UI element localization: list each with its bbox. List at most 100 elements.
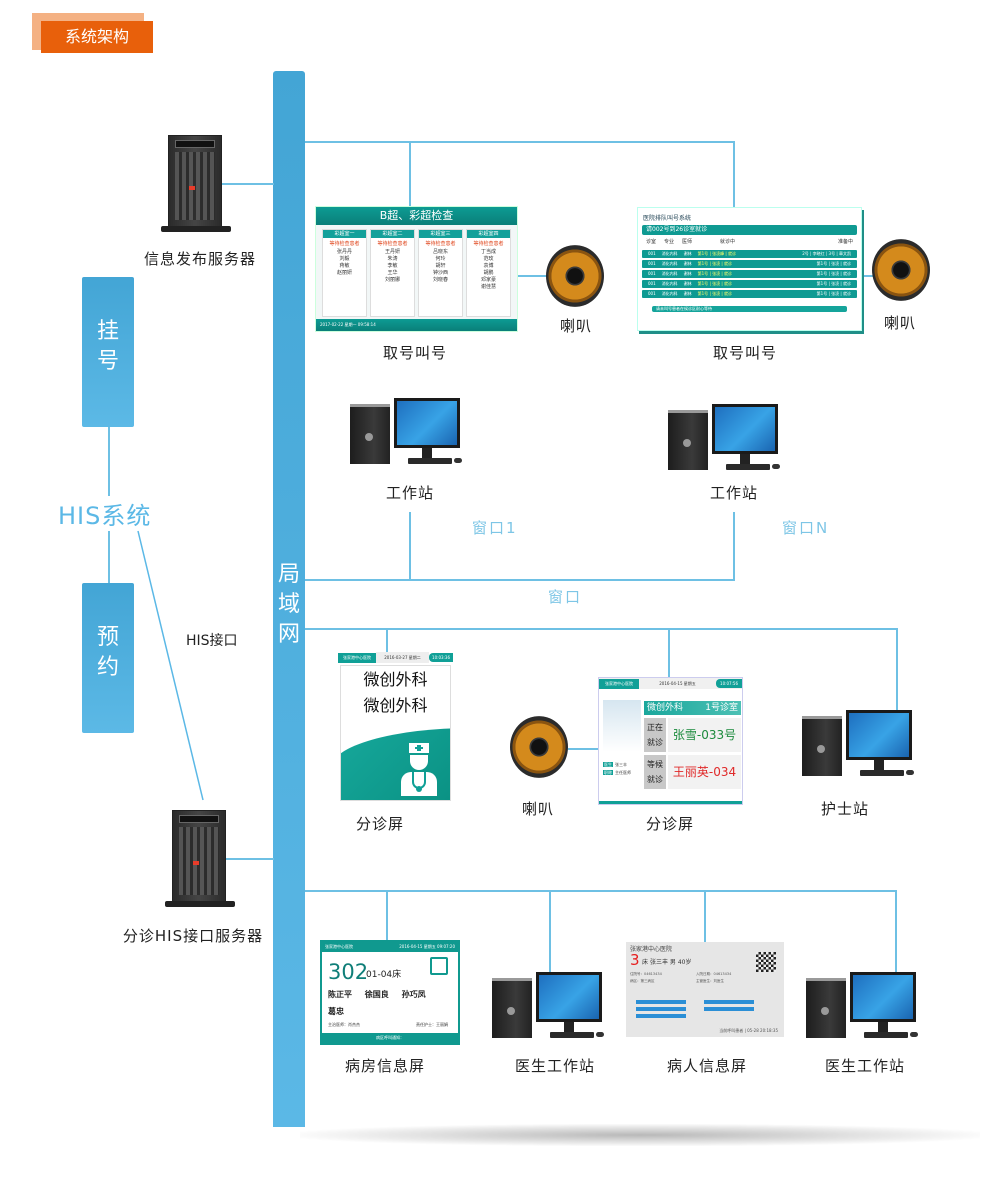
doctor-name-row: 医生张三丰: [603, 762, 627, 768]
screen-footer: 当前呼叫患者 | 05-28 20:18:35: [719, 1028, 778, 1033]
patient-name: 王华: [387, 270, 398, 276]
connector: [386, 628, 388, 654]
publish-server-label: 信息发布服务器: [143, 250, 256, 268]
screen-b-caption: 取号叫号: [712, 344, 777, 362]
register-box: 挂号: [82, 277, 134, 427]
info-bar: [636, 1014, 686, 1018]
room-number: 302: [328, 960, 369, 984]
workstation-icon: [802, 710, 914, 780]
table-header: 诊室专业医师就诊中准备中: [638, 235, 861, 248]
table-cell: 第1号 | 张凌 | 就诊: [697, 261, 732, 266]
patient-name: 蒋敏: [339, 263, 350, 269]
workstation-icon: [668, 404, 780, 474]
admit-date: 入院日期：04613434: [696, 972, 732, 976]
screen-header: 张家港中心医院 2016-04-15 星期五 10:07:56: [599, 678, 742, 689]
patient-name: 刘丽娜: [384, 277, 400, 283]
responsible-nurse: 责任护士：王丽娟: [416, 1022, 448, 1027]
patient-name: 朱涛: [387, 256, 398, 262]
patient-name: 李敏: [387, 263, 398, 269]
room-column: 彩超室三等待检查患者吕晓东何玲胡轩钟沙西刘晓春: [418, 229, 463, 317]
time: 10:07:56: [716, 679, 742, 688]
current-label-line: 正在: [647, 723, 663, 732]
patient-info-screen: 张家港中心医院 3 床 张三丰 男 40岁 住院号：04613434 入院日期：…: [626, 942, 784, 1037]
current-patient: 张雪-033号: [668, 718, 741, 752]
register-label: 挂号: [96, 319, 119, 374]
publish-server-icon: [161, 135, 231, 232]
connector: [895, 890, 897, 974]
tag: 职称: [603, 770, 613, 775]
bed-number: 3: [630, 951, 640, 969]
patient-name: 葛忠: [328, 1007, 344, 1016]
queue-screen-ultrasound: B超、彩超检查 彩超室一等待检查患者张丹丹刘毅蒋敏赵丽妍彩超室二等待检查患者王丹…: [315, 206, 518, 332]
connector: [305, 141, 735, 143]
table-cell: 第1号 | 张凌 | 就诊: [697, 271, 732, 276]
connector: [222, 183, 274, 185]
table-cell: 第1号 | 张凌 | 就诊: [816, 291, 851, 296]
connector: [305, 890, 897, 892]
triage-screen-detailed: 张家港中心医院 2016-04-15 星期五 10:07:56 微创外科 1号诊…: [598, 677, 743, 805]
connector: [733, 512, 735, 580]
patient-name: 邓家豪: [480, 277, 496, 283]
staff-row: 主治医师：肖杰杰 责任护士：王丽娟: [328, 1022, 448, 1028]
speaker-icon: [510, 716, 568, 778]
room-name: 彩超室二: [371, 230, 414, 238]
table-cell: 谢林: [683, 261, 692, 266]
table-cell: 第1号 | 张凌 | 就诊: [697, 281, 732, 286]
table-cell: 001: [648, 291, 656, 296]
patient-name: 张丹丹: [336, 249, 352, 255]
screen-footer: [599, 801, 742, 804]
patient-name: 何玲: [435, 256, 446, 262]
doctor-icon: [401, 743, 437, 796]
table-cell: 001: [648, 281, 656, 286]
hospital-name: 张家港中心医院: [338, 652, 376, 663]
patient-name: 王丹妍: [384, 249, 400, 255]
his-interface-server-label: 分诊HIS接口服务器: [122, 927, 264, 945]
floor-shadow: [300, 1124, 980, 1146]
current-label-line: 就诊: [647, 738, 663, 747]
waiting-label: 等待检查患者: [377, 241, 408, 247]
date: 2016-03-27 星期二: [376, 652, 430, 663]
room-name: 彩超室四: [467, 230, 510, 238]
table-cell: 001: [648, 271, 656, 276]
info-bar: [704, 1007, 754, 1011]
patient-name: 丁当成: [480, 249, 496, 255]
age: 40岁: [677, 959, 692, 966]
doctor: 主管医生：刘医生: [696, 979, 724, 983]
waiting-label: 等待检查患者: [473, 241, 504, 247]
patient-summary: 床 张三丰 男 40岁: [642, 957, 691, 966]
patient-name: 胡轩: [435, 263, 446, 269]
patient-screen-caption: 病人信息屏: [666, 1057, 747, 1075]
connector: [409, 512, 411, 580]
room-column: 彩超室二等待检查患者王丹妍朱涛李敏王华刘丽娜: [370, 229, 415, 317]
table-cell: 第1号 | 张凌 | 就诊: [816, 261, 851, 266]
screen-a-caption: 取号叫号: [382, 344, 447, 362]
connector: [305, 579, 735, 581]
table-cell: 第1号 | 张凌 | 就诊: [816, 271, 851, 276]
room-columns: 彩超室一等待检查患者张丹丹刘毅蒋敏赵丽妍彩超室二等待检查患者王丹妍朱涛李敏王华刘…: [322, 229, 511, 317]
screen-body: 微创外科 微创外科: [340, 665, 451, 801]
screen-title: 医院排队叫号系统: [643, 215, 692, 222]
screen-header: 张家港中心医院 2016-03-27 星期二 10:03:36: [338, 652, 453, 663]
patient-name: 钟沙西: [432, 270, 448, 276]
speaker-icon: [872, 239, 930, 301]
room-name: 1号诊室: [705, 703, 738, 713]
patient-name: 张三丰: [649, 959, 668, 966]
lan-label: 局域网: [273, 560, 305, 650]
patient-name: 徐国良: [364, 990, 389, 999]
qr-code: [756, 952, 776, 972]
connector: [862, 275, 874, 277]
his-interface-line: [137, 530, 204, 801]
time: 10:03:36: [429, 653, 453, 662]
workstation-label: 工作站: [385, 484, 434, 502]
speaker-label: 喇叭: [521, 800, 554, 818]
connector: [305, 628, 898, 630]
triage-caption: 分诊屏: [355, 815, 404, 833]
hospital-name: 张家港中心医院: [630, 946, 673, 953]
connector: [222, 858, 274, 860]
table-cell: 谢林: [683, 291, 692, 296]
